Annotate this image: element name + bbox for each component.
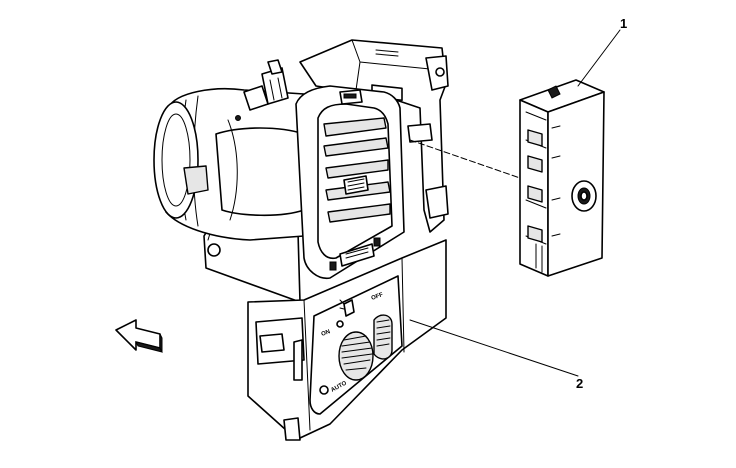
switch-module-component [519, 79, 605, 277]
callout-2: 2 [576, 376, 583, 391]
leader-line-2 [409, 319, 579, 377]
alignment-line [409, 139, 521, 179]
air-duct [153, 59, 305, 241]
leader-lines [409, 29, 621, 377]
headlamp-switch-faceplate: OFF ON AUTO [309, 275, 403, 415]
off-marking: OFF [371, 292, 385, 302]
air-outlet-bezel [295, 85, 405, 280]
callout-1: 1 [620, 16, 627, 31]
forward-direction-arrow-icon [115, 319, 163, 353]
auto-symbol [319, 385, 329, 395]
dome-lamp-symbol [336, 320, 344, 328]
leader-line-1 [577, 29, 621, 87]
on-marking: ON [321, 329, 332, 338]
headlamp-symbol [343, 299, 355, 317]
